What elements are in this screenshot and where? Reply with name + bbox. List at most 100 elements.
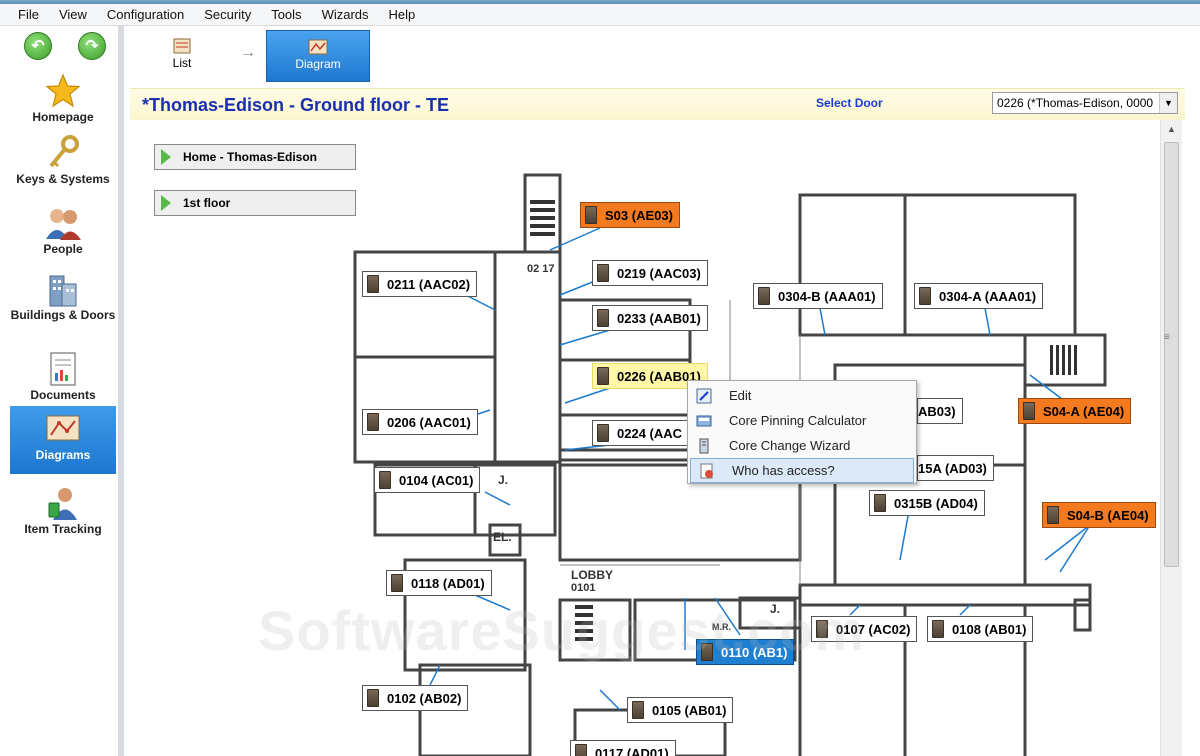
door-0304-a[interactable]: 0304-A (AAA01): [914, 283, 1044, 309]
scrollbar-thumb[interactable]: [1164, 142, 1179, 567]
door-0304-b[interactable]: 0304-B (AAA01): [753, 283, 883, 309]
breadcrumb-label: Home - Thomas-Edison: [183, 150, 318, 164]
room-label-lobby-number: 0101: [571, 582, 596, 594]
list-view-label: List: [172, 56, 192, 70]
wizard-icon: [696, 438, 712, 454]
list-view-button[interactable]: List: [130, 30, 234, 82]
door-0211[interactable]: 0211 (AAC02): [362, 271, 478, 297]
view-toolbar: List → Diagram: [130, 26, 1200, 86]
door-0102[interactable]: 0102 (AB02): [362, 685, 469, 711]
scroll-up-icon[interactable]: ▲: [1167, 124, 1176, 134]
diagram-view-button[interactable]: Diagram: [266, 30, 370, 82]
forward-button[interactable]: ↷: [78, 32, 106, 60]
back-button[interactable]: ↶: [24, 32, 52, 60]
menu-file[interactable]: File: [18, 7, 39, 22]
sidebar-item-label: People: [43, 242, 83, 256]
room-label-mech-room: M.R.: [712, 622, 731, 632]
chevron-down-icon[interactable]: ▼: [1159, 93, 1177, 113]
context-menu-core-change-wizard[interactable]: Core Change Wizard: [688, 433, 916, 458]
play-icon: [161, 195, 171, 211]
door-ab03[interactable]: AB03): [917, 398, 963, 424]
door-icon: [391, 574, 403, 592]
sidebar-item-label: Diagrams: [35, 448, 91, 462]
door-0206[interactable]: 0206 (AAC01): [362, 409, 478, 435]
arrow-right-icon: →: [240, 44, 256, 61]
documents-icon: [10, 350, 116, 388]
list-icon: [130, 30, 234, 54]
menu-help[interactable]: Help: [388, 7, 416, 22]
sidebar-item-keys-systems[interactable]: Keys & Systems: [10, 130, 116, 200]
diagram-icon: [10, 410, 116, 448]
door-0315a[interactable]: 15A (AD03): [917, 455, 994, 481]
door-icon: [585, 206, 597, 224]
menu-configuration[interactable]: Configuration: [106, 7, 185, 22]
door-icon: [919, 287, 931, 305]
room-label-janitor: J.: [498, 473, 509, 487]
breadcrumb-home[interactable]: Home - Thomas-Edison: [154, 144, 356, 170]
sidebar-item-item-tracking[interactable]: Item Tracking: [10, 480, 116, 548]
select-door-label: Select Door: [816, 96, 883, 110]
door-select-dropdown[interactable]: 0226 (*Thomas-Edison, 0000 ▼: [992, 92, 1178, 114]
room-label-0217: 02 17: [527, 263, 555, 275]
sidebar-item-documents[interactable]: Documents: [10, 346, 116, 406]
breadcrumb-label: 1st floor: [183, 196, 231, 210]
door-s03[interactable]: S03 (AE03): [580, 202, 680, 228]
menu-tools[interactable]: Tools: [271, 7, 302, 22]
door-0117[interactable]: 0117 (AD01): [570, 740, 676, 756]
buildings-icon: [10, 270, 116, 308]
sidebar-item-homepage[interactable]: Homepage: [10, 68, 116, 130]
door-icon: [597, 264, 609, 282]
door-0105[interactable]: 0105 (AB01): [627, 697, 734, 723]
sidebar-item-label: Homepage: [32, 110, 94, 124]
arrow-forward-icon: ↷: [85, 38, 99, 55]
door-0219[interactable]: 0219 (AAC03): [592, 260, 708, 286]
door-0108[interactable]: 0108 (AB01): [927, 616, 1034, 642]
star-icon: [10, 72, 116, 110]
diagram-title-bar: *Thomas-Edison - Ground floor - TE Selec…: [130, 88, 1185, 120]
breadcrumb-floor[interactable]: 1st floor: [154, 190, 356, 216]
item-tracking-icon: [10, 484, 116, 522]
arrow-back-icon: ↶: [31, 38, 45, 55]
door-icon: [874, 494, 886, 512]
sidebar-item-buildings-doors[interactable]: Buildings & Doors: [10, 266, 116, 346]
door-0118[interactable]: 0118 (AD01): [386, 570, 492, 596]
history-nav: ↶ ↷: [0, 26, 118, 68]
door-icon: [597, 367, 609, 385]
door-icon: [379, 471, 391, 489]
door-icon: [758, 287, 770, 305]
window-top-border: [0, 0, 1200, 4]
door-0104[interactable]: 0104 (AC01): [374, 467, 481, 493]
door-0233[interactable]: 0233 (AAB01): [592, 305, 708, 331]
menu-security[interactable]: Security: [204, 7, 252, 22]
room-label-lobby: LOBBY: [571, 568, 613, 582]
context-menu-who-has-access[interactable]: Who has access?: [690, 458, 914, 483]
door-0224[interactable]: 0224 (AAC: [592, 420, 690, 446]
sidebar-item-diagrams[interactable]: Diagrams: [10, 406, 116, 474]
door-0315b[interactable]: 0315B (AD04): [869, 490, 985, 516]
door-icon: [597, 424, 609, 442]
context-menu-core-pinning-calculator[interactable]: Core Pinning Calculator: [688, 408, 916, 433]
page-title: *Thomas-Edison - Ground floor - TE: [142, 95, 449, 115]
sidebar-item-people[interactable]: People: [10, 200, 116, 266]
door-s04-a[interactable]: S04-A (AE04): [1018, 398, 1132, 424]
door-icon: [367, 413, 379, 431]
floor-plan-canvas[interactable]: Home - Thomas-Edison 1st floor: [130, 120, 1160, 756]
vertical-scrollbar[interactable]: ▲ ≡: [1160, 120, 1182, 756]
menu-bar: File View Configuration Security Tools W…: [0, 4, 1200, 26]
people-icon: [10, 204, 116, 242]
door-icon: [367, 275, 379, 293]
edit-icon: [696, 388, 712, 404]
door-icon: [367, 689, 379, 707]
door-icon: [632, 701, 644, 719]
context-menu-edit[interactable]: Edit: [688, 383, 916, 408]
door-icon: [701, 643, 713, 661]
door-0107[interactable]: 0107 (AC02): [811, 616, 918, 642]
menu-view[interactable]: View: [58, 7, 87, 22]
play-icon: [161, 149, 171, 165]
sidebar: ↶ ↷ Homepage Keys & Systems People Build…: [0, 26, 124, 756]
menu-wizards[interactable]: Wizards: [321, 7, 369, 22]
door-0110[interactable]: 0110 (AB1): [696, 639, 795, 665]
door-s04-b[interactable]: S04-B (AE04): [1042, 502, 1156, 528]
door-icon: [1023, 402, 1035, 420]
door-icon: [816, 620, 828, 638]
